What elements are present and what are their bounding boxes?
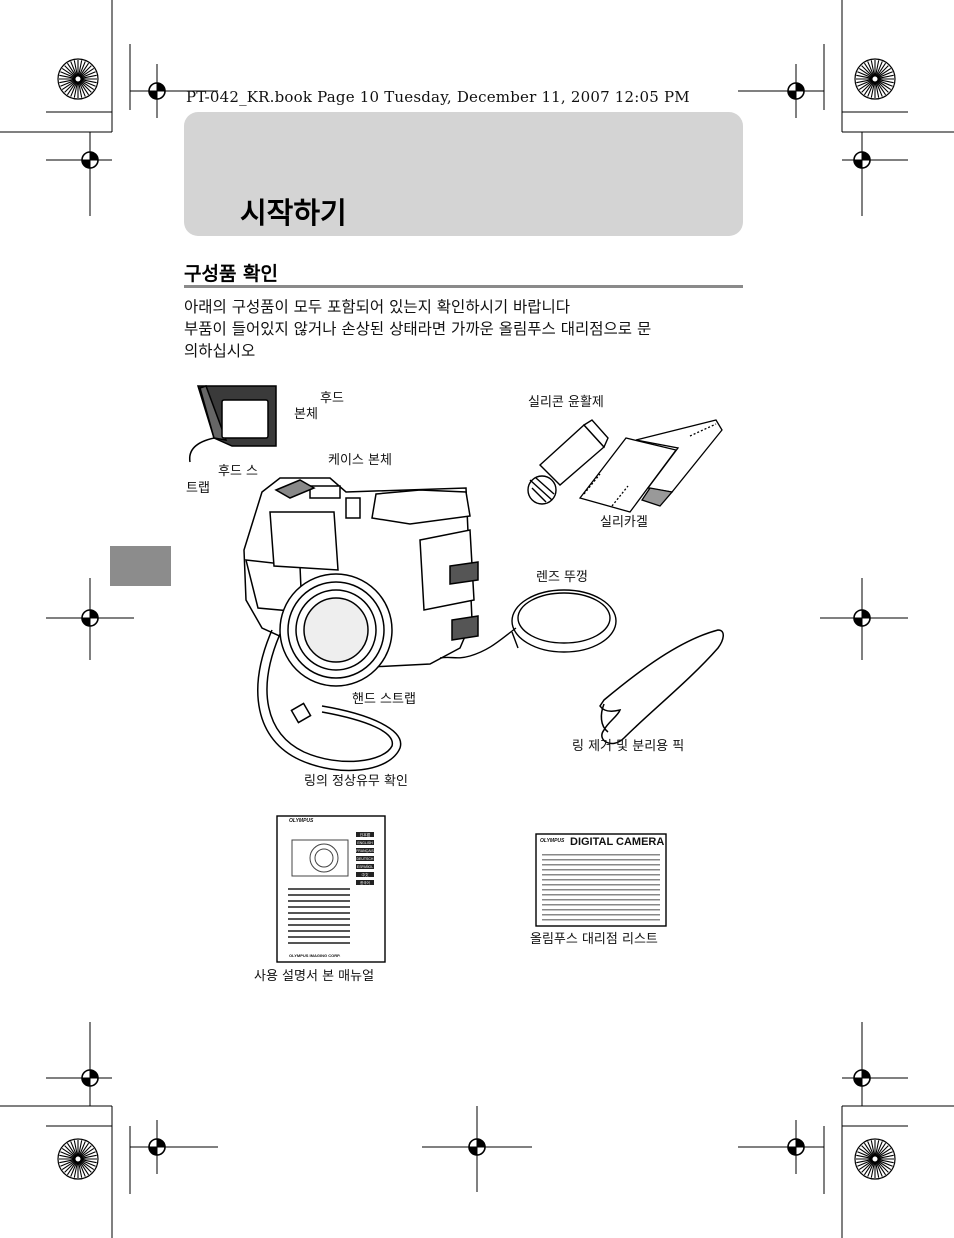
manual-language: 한국어 [360, 881, 370, 885]
label-lens-cap: 렌즈 뚜껑 [536, 570, 588, 585]
dealer-list-drawing [535, 833, 667, 927]
chapter-side-tab [110, 546, 171, 586]
manual-language: ESPAÑOL [356, 865, 374, 869]
dealer-brand: OLYMPUS [540, 838, 565, 844]
manual-language: DEUTSCH [356, 857, 374, 861]
manual-language-tabs: 日本語 ENGLISH FRANÇAIS DEUTSCH ESPAÑOL 中文 … [356, 831, 374, 887]
grease-tube-drawing [527, 419, 609, 505]
book-header-line: PT-042_KR.book Page 10 Tuesday, December… [186, 88, 690, 106]
manual-language: FRANÇAIS [356, 849, 374, 853]
label-hood-body-1: 후드 [320, 391, 344, 406]
instruction-manual-drawing [276, 815, 386, 963]
manual-language: 中文 [361, 873, 369, 877]
label-dealer-list: 올림푸스 대리점 리스트 [530, 932, 658, 947]
label-hood-body-2: 본체 [294, 407, 318, 422]
chapter-banner [184, 112, 743, 236]
section-rule [184, 285, 743, 288]
silica-gel-drawing [578, 419, 723, 513]
label-silica-gel: 실리카겔 [600, 515, 648, 530]
dealer-heading: DIGITAL CAMERA [570, 836, 665, 848]
intro-paragraph: 아래의 구성품이 모두 포함되어 있는지 확인하시기 바랍니다 부품이 들어있지… [184, 296, 746, 362]
hand-strap-drawing [257, 629, 402, 772]
label-manual: 사용 설명서 본 매뉴얼 [254, 969, 375, 984]
manual-language: ENGLISH [357, 841, 373, 845]
hood-drawing [188, 385, 277, 463]
manual-language: 日本語 [359, 833, 371, 837]
lens-cap-drawing [439, 589, 617, 659]
intro-line: 의하십시오 [184, 342, 256, 360]
case-body-drawing [243, 477, 479, 687]
label-ring-pick: 링 제거 및 분리용 픽 [572, 739, 685, 754]
label-ring-check: 링의 정상유무 확인 [304, 774, 408, 789]
chapter-title: 시작하기 [240, 196, 347, 230]
manual-brand: OLYMPUS [289, 818, 314, 824]
label-silicone-grease: 실리콘 윤활제 [528, 395, 604, 410]
label-case-body: 케이스 본체 [328, 453, 392, 468]
ring-pick-drawing [599, 629, 724, 745]
manual-footer: OLYMPUS IMAGING CORP. [289, 953, 341, 958]
label-hood-strap-1: 후드 스 [218, 464, 259, 479]
intro-line: 부품이 들어있지 않거나 손상된 상태라면 가까운 올림푸스 대리점으로 문 [184, 320, 652, 338]
intro-line: 아래의 구성품이 모두 포함되어 있는지 확인하시기 바랍니다 [184, 298, 571, 316]
section-title: 구성품 확인 [184, 263, 279, 285]
label-hood-strap-2: 트랩 [186, 481, 210, 496]
label-hand-strap: 핸드 스트랩 [352, 692, 416, 707]
